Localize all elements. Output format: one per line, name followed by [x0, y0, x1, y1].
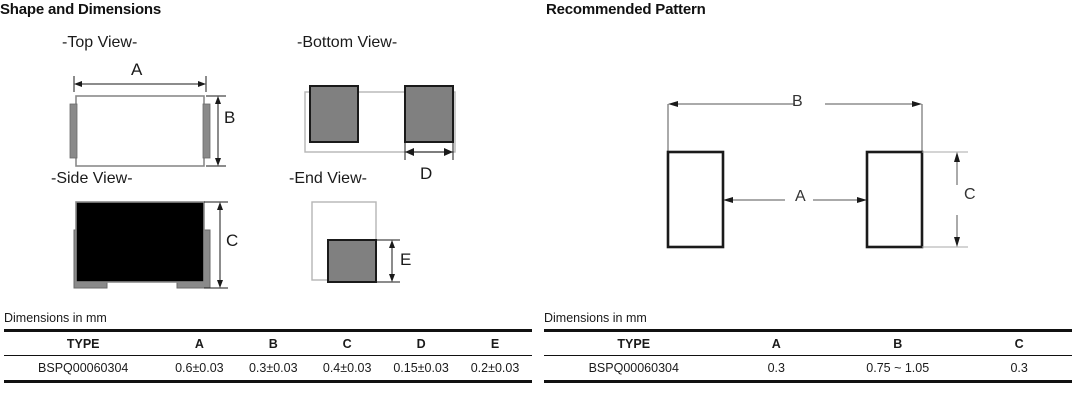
- arrow-top-e: [389, 240, 395, 248]
- dimension-label-c-side: C: [226, 231, 239, 250]
- cell-c: 0.3: [1010, 361, 1028, 375]
- units-note-left: Dimensions in mm: [4, 311, 107, 325]
- section-title-shape: Shape and Dimensions: [0, 1, 162, 18]
- col-header-type: TYPE: [617, 336, 651, 351]
- arrow-top-b: [215, 96, 221, 104]
- shape-and-dimensions-panel: Shape and Dimensions -Top View- -Bottom …: [0, 1, 540, 383]
- dimension-c-extensions: [922, 151, 968, 248]
- arrow-bottom-c-pattern: [954, 237, 960, 247]
- arrow-bottom-b: [215, 158, 221, 166]
- right-dimensions-table-wrap: Dimensions in mm TYPE A B C BSP: [540, 311, 1080, 383]
- table-header-row: TYPE A B C D E: [4, 332, 532, 355]
- units-note-right: Dimensions in mm: [544, 311, 647, 325]
- table-row: BSPQ00060304 0.6±0.03 0.3±0.03 0.4±0.03 …: [4, 356, 532, 380]
- dimension-e-endview: [370, 239, 400, 283]
- arrow-right-a-pattern: [857, 197, 867, 203]
- table-header-row: TYPE A B C: [544, 332, 1072, 355]
- top-view-drawing: [60, 58, 260, 173]
- dimension-c-sideview: [204, 201, 228, 289]
- col-header-a: A: [771, 336, 781, 351]
- left-dimensions-table: TYPE A B C D E: [4, 332, 532, 355]
- terminal-right-top: [202, 103, 211, 159]
- col-header-b: B: [268, 336, 278, 351]
- pad-right-bottom: [404, 85, 454, 143]
- dimension-b-topview: [206, 95, 226, 167]
- arrow-bottom-c: [217, 280, 223, 288]
- col-header-e: E: [490, 336, 500, 351]
- table-rule-bottom-right: [544, 380, 1072, 383]
- table-rule-mid-left: [4, 355, 532, 356]
- table-rule-top-left: [4, 329, 532, 332]
- land-pad-left: [666, 150, 725, 249]
- dimension-label-a-pattern: A: [795, 188, 806, 205]
- view-label-bottom: -Bottom View-: [297, 34, 398, 51]
- terminal-left-top: [69, 103, 78, 159]
- cell-d: 0.15±0.03: [393, 361, 449, 375]
- dimension-label-e: E: [400, 250, 412, 269]
- dimension-label-b-pattern: B: [792, 93, 803, 110]
- land-pad-right: [865, 150, 924, 249]
- arrow-left-d: [405, 148, 414, 156]
- dimension-d-bottomview: [404, 142, 454, 160]
- section-title-pattern: Recommended Pattern: [546, 1, 706, 18]
- col-header-c: C: [342, 336, 352, 351]
- col-header-c: C: [1014, 336, 1024, 351]
- table-row: BSPQ00060304 0.3 0.75 ~ 1.05 0.3: [544, 356, 1072, 380]
- arrow-left-b-pattern: [668, 101, 678, 107]
- pad-end: [327, 239, 377, 283]
- cell-b: 0.3±0.03: [248, 361, 298, 375]
- table-rule-mid-right: [544, 355, 1072, 356]
- arrow-right-a: [198, 81, 206, 87]
- pattern-extension-lines: [667, 104, 923, 152]
- cell-b: 0.75 ~ 1.05: [866, 361, 930, 375]
- arrow-top-c: [217, 202, 223, 210]
- arrow-left-a: [74, 81, 82, 87]
- arrow-right-d: [444, 148, 453, 156]
- view-label-side: -Side View-: [51, 170, 133, 187]
- table-rule-bottom-left: [4, 380, 532, 383]
- left-dimensions-body: BSPQ00060304 0.6±0.03 0.3±0.03 0.4±0.03 …: [4, 356, 532, 380]
- col-header-b: B: [893, 336, 903, 351]
- dimension-label-c-pattern: C: [964, 186, 976, 203]
- cell-type: BSPQ00060304: [38, 361, 129, 375]
- arrow-bottom-e: [389, 274, 395, 282]
- side-view-drawing: [60, 192, 260, 297]
- right-dimensions-table: TYPE A B C: [544, 332, 1072, 355]
- pad-left-bottom: [309, 85, 359, 143]
- dimension-label-b-top: B: [224, 108, 236, 127]
- dimension-label-a-top: A: [131, 60, 143, 79]
- end-view-drawing: [300, 196, 470, 296]
- arrow-top-c-pattern: [954, 152, 960, 162]
- arrow-left-a-pattern: [723, 197, 733, 203]
- dimension-label-d: D: [420, 164, 433, 183]
- recommended-pattern-drawing: [650, 90, 1000, 250]
- cell-c: 0.4±0.03: [322, 361, 372, 375]
- left-dimensions-table-wrap: Dimensions in mm TYPE A B C D E: [0, 311, 540, 383]
- cell-a: 0.6±0.03: [175, 361, 224, 375]
- col-header-d: D: [416, 336, 426, 351]
- view-label-end: -End View-: [289, 170, 367, 187]
- table-rule-top-right: [544, 329, 1072, 332]
- cell-type: BSPQ00060304: [588, 361, 679, 375]
- col-header-a: A: [194, 336, 204, 351]
- arrow-right-b-pattern: [912, 101, 922, 107]
- component-body-top: [75, 95, 205, 167]
- col-header-type: TYPE: [66, 336, 100, 351]
- bottom-view-drawing: [295, 84, 485, 174]
- cell-a: 0.3: [767, 361, 785, 375]
- right-dimensions-body: BSPQ00060304 0.3 0.75 ~ 1.05 0.3: [544, 356, 1072, 380]
- cell-e: 0.2±0.03: [470, 361, 520, 375]
- component-body-side: [75, 201, 205, 283]
- recommended-pattern-panel: Recommended Pattern: [540, 0, 1080, 410]
- view-label-top: -Top View-: [62, 34, 138, 51]
